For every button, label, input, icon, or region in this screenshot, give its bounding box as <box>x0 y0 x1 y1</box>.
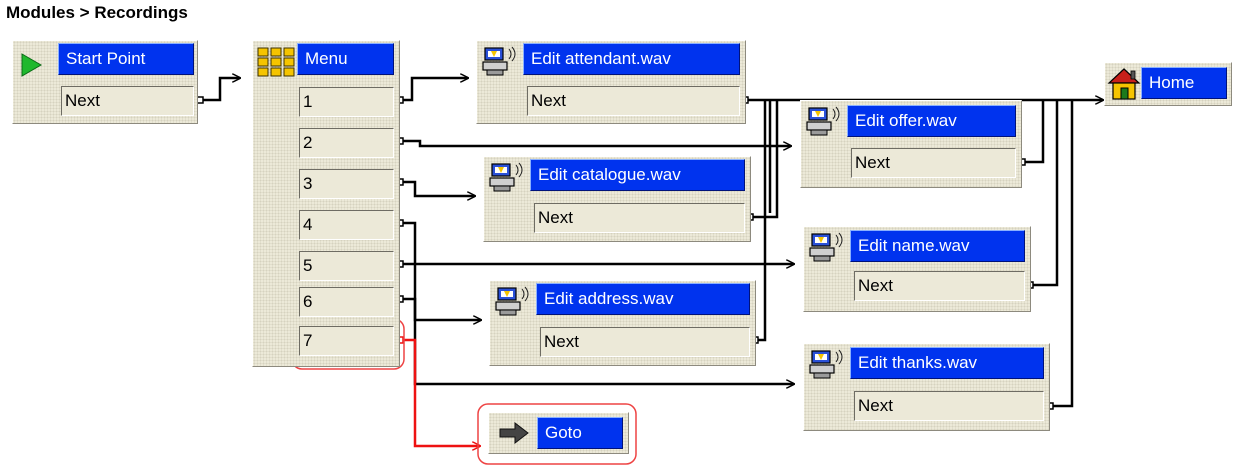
menu-node[interactable]: Menu 1 2 3 4 5 6 7 <box>252 40 400 367</box>
menu-option-7[interactable]: 7 <box>299 326 394 356</box>
goto-node[interactable]: Goto <box>488 412 629 454</box>
wire-opt3-to-catalogue <box>400 180 475 196</box>
wire-opt6-to-address <box>400 297 481 320</box>
start-point-node[interactable]: Start Point Next <box>12 40 198 124</box>
menu-option-1[interactable]: 1 <box>299 87 394 117</box>
edit-attendant-node[interactable]: Edit attendant.wav Next <box>476 40 746 124</box>
wire-opt7-to-goto <box>400 338 480 446</box>
record-prompt-icon <box>806 106 840 136</box>
start-point-title: Start Point <box>58 43 194 75</box>
edit-catalogue-node[interactable]: Edit catalogue.wav Next <box>483 156 751 242</box>
wire-name-home <box>1030 100 1059 287</box>
home-node[interactable]: Home <box>1104 62 1232 106</box>
highlight-ring-goto <box>477 403 637 465</box>
edit-thanks-title: Edit thanks.wav <box>850 347 1044 379</box>
edit-address-title: Edit address.wav <box>536 283 750 315</box>
record-prompt-icon <box>809 232 843 262</box>
edit-thanks-node[interactable]: Edit thanks.wav Next <box>803 343 1050 431</box>
menu-option-4[interactable]: 4 <box>299 210 394 240</box>
play-icon <box>21 53 42 77</box>
edit-offer-title: Edit offer.wav <box>847 105 1016 137</box>
keypad-icon <box>257 47 295 77</box>
menu-option-2[interactable]: 2 <box>299 128 394 158</box>
edit-catalogue-next-exit[interactable]: Next <box>534 203 745 233</box>
edit-attendant-title: Edit attendant.wav <box>523 43 740 75</box>
edit-attendant-next-exit[interactable]: Next <box>527 86 740 116</box>
menu-title: Menu <box>297 43 394 75</box>
start-point-next-exit[interactable]: Next <box>61 86 194 116</box>
home-title: Home <box>1141 67 1227 99</box>
edit-address-next-exit[interactable]: Next <box>540 327 750 357</box>
wire-start-to-menu <box>200 78 240 102</box>
edit-name-title: Edit name.wav <box>850 230 1025 262</box>
goto-title: Goto <box>537 417 623 449</box>
menu-option-3[interactable]: 3 <box>299 169 394 199</box>
wire-opt2-to-offer <box>400 139 791 146</box>
record-prompt-icon <box>489 162 523 192</box>
edit-catalogue-title: Edit catalogue.wav <box>530 159 745 191</box>
arrow-right-icon <box>499 422 529 444</box>
edit-offer-node[interactable]: Edit offer.wav Next <box>800 100 1022 188</box>
edit-thanks-next-exit[interactable]: Next <box>854 391 1044 421</box>
edit-name-node[interactable]: Edit name.wav Next <box>803 226 1031 312</box>
wire-opt1-to-attendant <box>400 78 468 102</box>
edit-offer-next-exit[interactable]: Next <box>851 148 1016 178</box>
breadcrumb: Modules > Recordings <box>6 3 188 22</box>
menu-option-6[interactable]: 6 <box>299 287 394 317</box>
home-icon <box>1107 68 1141 100</box>
menu-option-5[interactable]: 5 <box>299 251 394 281</box>
wire-thanks-home <box>1050 100 1074 408</box>
wire-catalogue-home <box>750 100 779 219</box>
record-prompt-icon <box>495 286 529 316</box>
wire-offer-home <box>1022 100 1045 164</box>
record-prompt-icon <box>809 349 843 379</box>
edit-name-next-exit[interactable]: Next <box>854 271 1025 301</box>
wire-address-home <box>755 100 767 342</box>
record-prompt-icon <box>482 46 516 76</box>
edit-address-node[interactable]: Edit address.wav Next <box>489 280 756 366</box>
